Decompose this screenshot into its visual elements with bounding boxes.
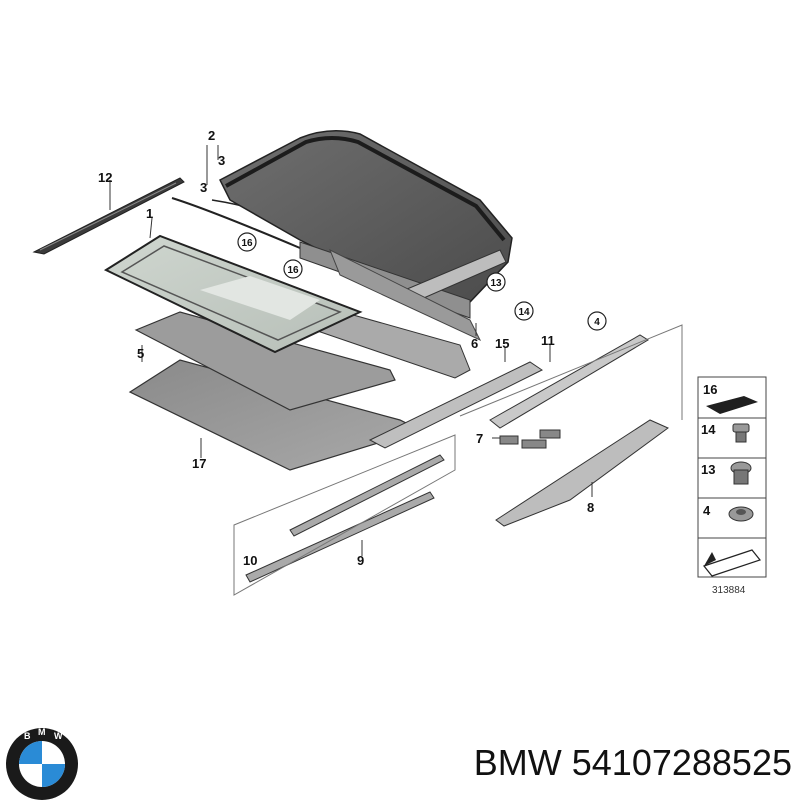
legend-num-16: 16 [703, 382, 717, 397]
callout-7: 7 [476, 431, 483, 446]
callout-6: 6 [471, 336, 478, 351]
part-number-caption: BMW 54107288525 [473, 742, 792, 783]
legend-num-13: 13 [701, 462, 715, 477]
part-1-glass [103, 234, 363, 354]
callout-12: 12 [98, 170, 112, 185]
svg-text:B: B [24, 731, 31, 741]
callout-11: 11 [541, 333, 555, 348]
callout-5: 5 [137, 346, 144, 361]
callout-16a: 16 [237, 232, 257, 252]
callout-13: 13 [486, 272, 506, 292]
svg-text:4: 4 [594, 317, 600, 328]
callout-1: 1 [146, 206, 153, 221]
callout-16b: 16 [283, 259, 303, 279]
part-5-shade [134, 311, 396, 411]
svg-text:16: 16 [287, 265, 299, 276]
svg-text:13: 13 [490, 278, 502, 289]
callout-17: 17 [192, 456, 206, 471]
pad-icon [706, 396, 758, 414]
part-15-cross-member [368, 361, 543, 449]
svg-text:M: M [38, 727, 46, 737]
grommet-icon [730, 461, 752, 485]
callout-3a: 3 [218, 153, 225, 168]
clip-icon [732, 423, 750, 443]
direction-arrow-icon [702, 549, 762, 577]
callout-3b: 3 [200, 180, 207, 195]
nut-icon [728, 506, 754, 522]
legend-num-14: 14 [701, 422, 716, 437]
callout-10: 10 [243, 553, 257, 568]
bmw-logo: B M W [6, 727, 78, 800]
callout-4: 4 [587, 311, 607, 331]
svg-text:W: W [54, 731, 63, 741]
part-8-bracket [495, 419, 669, 527]
callout-14: 14 [514, 301, 534, 321]
part-9-cable-set [245, 454, 445, 583]
callout-8: 8 [587, 500, 594, 515]
diagram-ref-number: 313884 [712, 585, 746, 596]
group-box-11 [459, 324, 683, 420]
part-12-deflector [32, 177, 185, 255]
leader-lines [109, 145, 593, 556]
callout-9: 9 [357, 553, 364, 568]
svg-text:14: 14 [518, 307, 530, 318]
part-11-guide-rail [489, 334, 649, 429]
callout-15: 15 [495, 336, 509, 351]
fastener-legend: 16 14 13 4 313884 [697, 376, 767, 596]
legend-num-4: 4 [703, 503, 711, 518]
callout-2: 2 [208, 128, 215, 143]
svg-text:16: 16 [241, 238, 253, 249]
part-6-frame [219, 130, 513, 342]
group-box-9 [233, 434, 456, 596]
part-7-clips [499, 429, 561, 449]
